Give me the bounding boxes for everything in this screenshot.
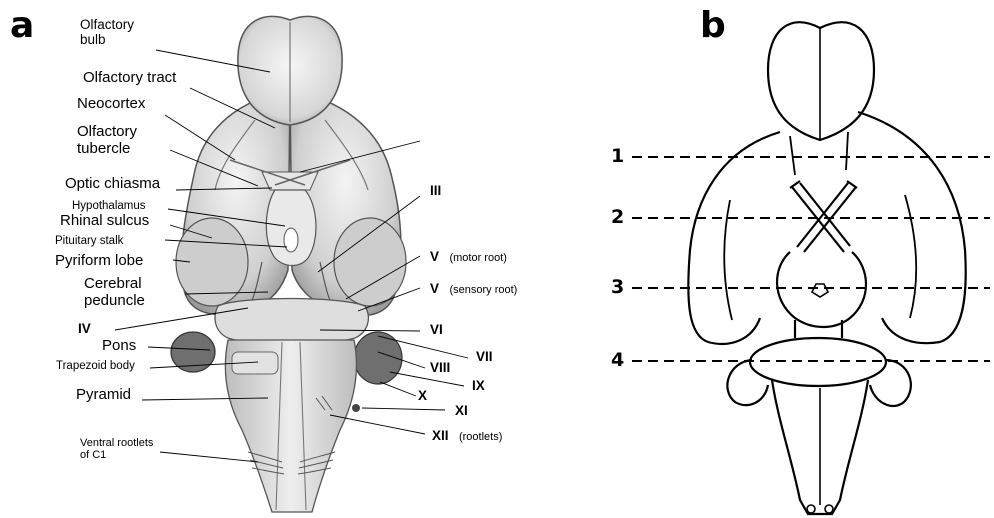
label-pituitary-stalk: Pituitary stalk — [55, 235, 123, 248]
label-v-motor: V (motor root) — [430, 248, 507, 266]
panel-b-outline — [632, 22, 990, 514]
label-x: X — [418, 389, 427, 404]
label-iii: III — [430, 184, 441, 199]
label-pyriform-lobe: Pyriform lobe — [55, 253, 143, 270]
label-xii: XII (rootlets) — [432, 427, 502, 445]
section-number-4: 4 — [611, 351, 624, 370]
label-v-sensory: V (sensory root) — [430, 280, 517, 298]
section-lines — [632, 157, 990, 361]
label-vi: VI — [430, 323, 443, 338]
label-olfactory-tubercle: Olfactory tubercle — [77, 124, 137, 157]
right-pyriform-lobe — [334, 218, 406, 306]
pituitary-stalk-shape — [284, 228, 298, 252]
label-olfactory-tract: Olfactory tract — [83, 70, 176, 87]
section-number-1: 1 — [611, 147, 624, 166]
label-xi: XI — [455, 404, 468, 419]
label-pyramid: Pyramid — [76, 387, 131, 404]
label-ix: IX — [472, 379, 485, 394]
label-rhinal-sulcus: Rhinal sulcus — [60, 213, 149, 230]
section-number-2: 2 — [611, 208, 624, 227]
outline-optic-chiasma — [790, 181, 857, 252]
outline-left-hemisphere — [688, 132, 780, 344]
panel-label-a: a — [10, 8, 34, 44]
outline-olfactory-bulbs — [768, 22, 874, 140]
label-viii: VIII — [430, 361, 450, 376]
optic-chiasma-shape — [262, 172, 318, 190]
label-neocortex: Neocortex — [77, 96, 145, 113]
label-trapezoid-body: Trapezoid body — [56, 360, 135, 373]
pons-shape — [215, 299, 368, 346]
label-optic-chiasma: Optic chiasma — [65, 176, 160, 193]
label-iv: IV — [78, 322, 91, 337]
label-ventral-rootlets: Ventral rootlets of C1 — [80, 437, 153, 461]
label-vii: VII — [476, 350, 493, 365]
panel-label-b: b — [700, 8, 726, 44]
label-hypothalamus: Hypothalamus — [72, 200, 146, 213]
label-olfactory-bulb: Olfactory bulb — [80, 18, 134, 48]
label-pons: Pons — [102, 338, 136, 355]
section-number-3: 3 — [611, 278, 624, 297]
label-cerebral-peduncle: Cerebral peduncle — [84, 276, 145, 309]
panel-a-brain — [115, 16, 468, 512]
